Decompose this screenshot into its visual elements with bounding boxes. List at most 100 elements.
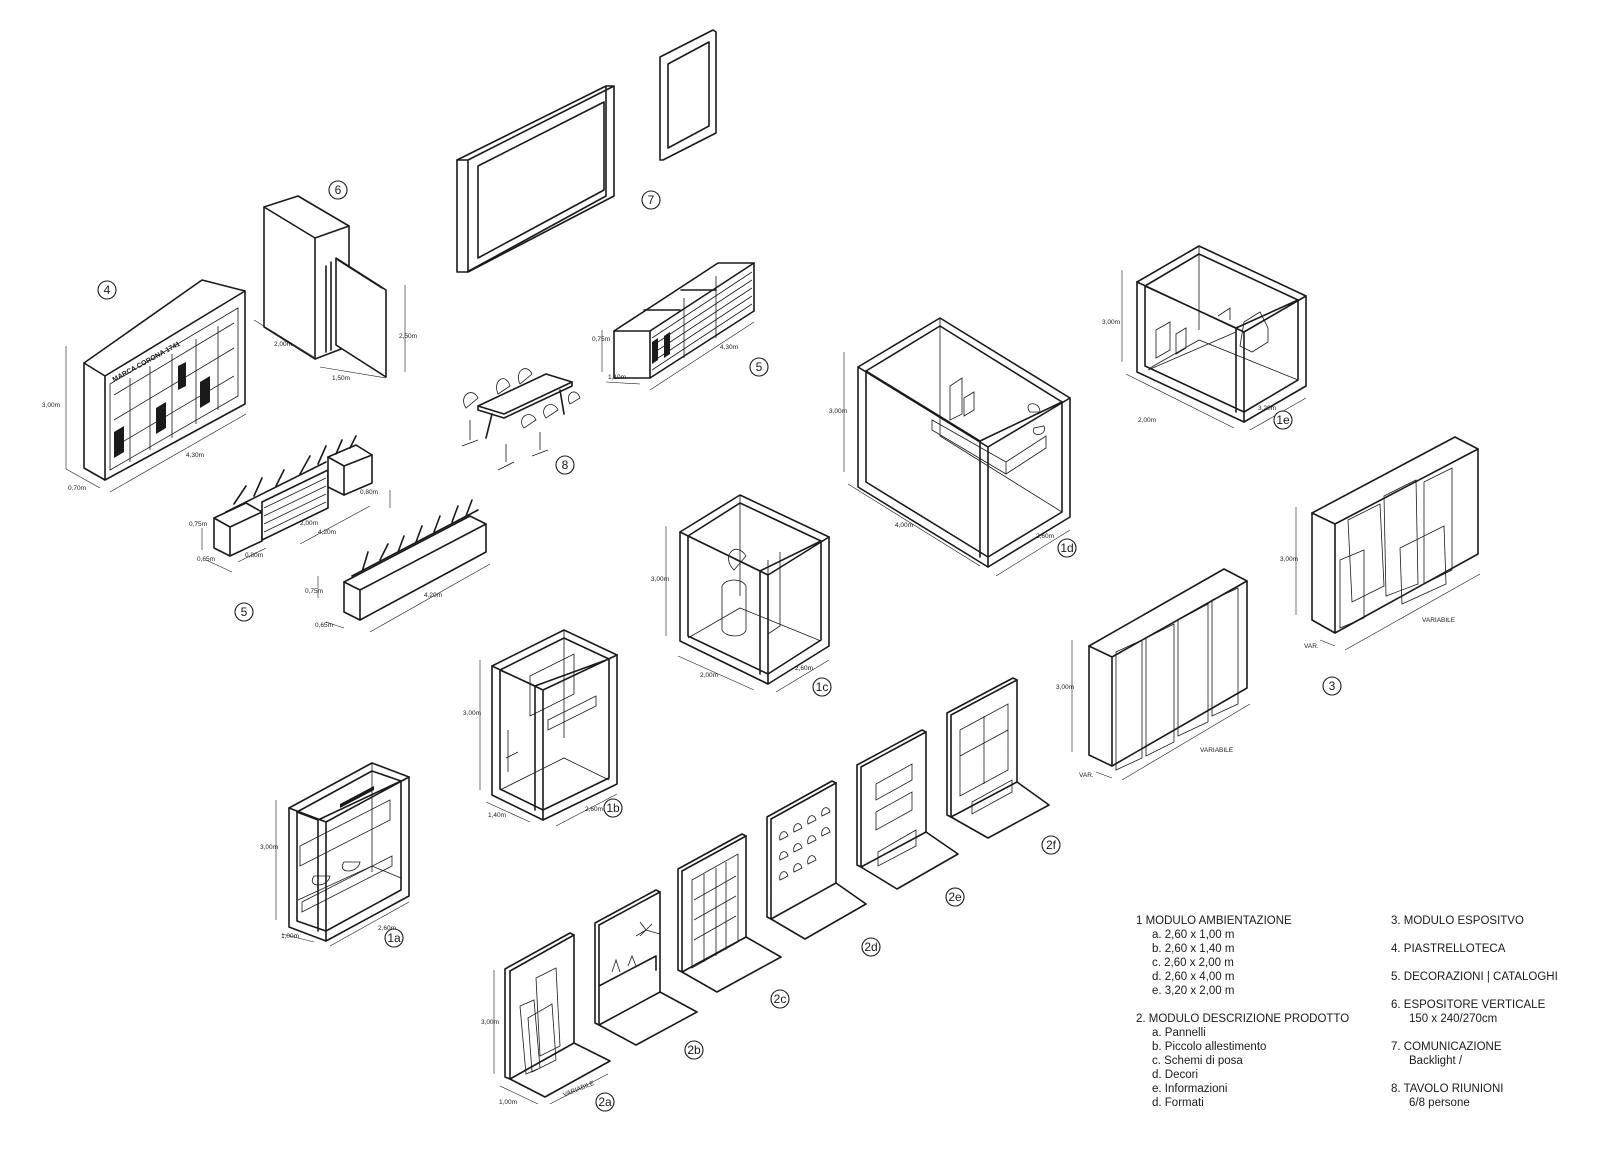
module-4-tile-library — [65, 279, 247, 493]
tag-5-islands: 5 — [234, 602, 254, 622]
module-6-vertical-display — [253, 195, 406, 379]
module-2d-decors — [766, 780, 867, 940]
module-5-counter — [601, 262, 755, 391]
dim-5c-height: 0,75m — [592, 336, 610, 343]
legend-group-5: 5. DECORAZIONI | CATALOGHI — [1391, 971, 1558, 983]
svg-text:5: 5 — [241, 605, 248, 619]
dim-1b-width: 1,40m — [488, 812, 506, 819]
module-5-catalog-islands — [201, 435, 491, 633]
tag-1c: 1c — [812, 677, 832, 697]
tag-1e: 1e — [1273, 410, 1293, 430]
svg-text:2e: 2e — [948, 890, 962, 904]
dim-1e-length: 3,20m — [1258, 405, 1276, 412]
module-1b-room — [479, 629, 618, 827]
legend-group-8-sub: 6/8 persone — [1409, 1097, 1470, 1109]
legend-item-2a: a. Pannelli — [1152, 1027, 1206, 1039]
tag-4: 4 — [97, 280, 117, 300]
dim-4-height: 3,00m — [42, 402, 60, 409]
legend-group-7-sub: Backlight / — [1409, 1055, 1463, 1067]
module-1e-room — [1121, 245, 1307, 431]
dim-6-height: 2,50m — [399, 333, 417, 340]
svg-text:8: 8 — [562, 458, 569, 472]
legend-group-4: 4. PIASTRELLOTECA — [1391, 943, 1506, 955]
tag-2c: 2c — [770, 989, 790, 1009]
legend-item-1a: a. 2,60 x 1,00 m — [1152, 929, 1235, 941]
tag-5-counter: 5 — [749, 357, 769, 377]
dim-1a-height: 3,00m — [260, 844, 278, 851]
legend-group-1-title: 1 MODULO AMBIENTAZIONE — [1136, 915, 1292, 927]
svg-text:2a: 2a — [598, 1095, 612, 1109]
svg-text:1e: 1e — [1276, 413, 1290, 427]
svg-text:3: 3 — [1329, 679, 1336, 693]
dim-5a-height: 0,75m — [189, 521, 207, 528]
module-1a-room — [275, 762, 410, 947]
legend-item-1e: e. 3,20 x 2,00 m — [1152, 985, 1235, 997]
dim-2a-height: 3,00m — [481, 1019, 499, 1026]
tag-1d: 1d — [1057, 538, 1077, 558]
dim-5a-cube: 0,80m — [245, 552, 263, 559]
svg-text:2c: 2c — [774, 992, 787, 1006]
dim-1e-height: 3,00m — [1102, 319, 1120, 326]
tag-3: 3 — [1322, 676, 1342, 696]
legend-column-1: 1 MODULO AMBIENTAZIONE a. 2,60 x 1,00 m … — [1136, 914, 1349, 1110]
dim-5a-length: 4,20m — [318, 529, 336, 536]
legend-item-2d: d. Decori — [1152, 1069, 1199, 1081]
svg-text:6: 6 — [335, 183, 342, 197]
svg-text:1d: 1d — [1060, 541, 1073, 555]
legend-group-2-title: 2. MODULO DESCRIZIONE PRODOTTO — [1136, 1013, 1350, 1025]
dim-1c-height: 3,00m — [651, 576, 669, 583]
module-3-display-right — [1295, 436, 1481, 651]
dim-1c-depth: 2,60m — [795, 665, 813, 672]
tag-8: 8 — [555, 455, 575, 475]
dim-5a-depth: 0,65m — [197, 556, 215, 563]
module-1d-room — [843, 317, 1071, 577]
tag-2a: 2a — [595, 1092, 615, 1112]
svg-text:5: 5 — [756, 360, 763, 374]
module-2e-info — [856, 729, 959, 890]
svg-text:7: 7 — [648, 193, 655, 207]
dim-1c-width: 2,00m — [700, 672, 718, 679]
dim-1b-depth: 2,60m — [585, 806, 603, 813]
dim-5b-length: 4,20m — [424, 592, 442, 599]
module-2f-formats — [946, 677, 1050, 839]
dim-1d-depth: 2,60m — [1036, 533, 1054, 540]
tag-1b: 1b — [603, 798, 623, 818]
legend-group-3: 3. MODULO ESPOSITVO — [1391, 915, 1524, 927]
legend-group-6-sub: 150 x 240/270cm — [1409, 1013, 1498, 1025]
dim-5c-depth: 1,10m — [608, 374, 626, 381]
tag-7: 7 — [641, 190, 661, 210]
tag-2f: 2f — [1041, 835, 1061, 855]
dim-1a-width: 1,00m — [281, 933, 299, 940]
module-tags: 4 6 7 5 8 5 1e 1d 1c 3 1b 2f 2e 2d 1a 2c… — [97, 180, 1342, 1112]
dim-5b-depth: 0,65m — [315, 622, 333, 629]
legend-item-1c: c. 2,60 x 2,00 m — [1152, 957, 1234, 969]
module-8-meeting-table — [461, 368, 581, 471]
svg-text:1b: 1b — [606, 801, 620, 815]
dim-3r-var: VAR. — [1304, 643, 1319, 650]
dim-1d-length: 4,00m — [895, 522, 913, 529]
legend-group-7-title: 7. COMUNICAZIONE — [1391, 1041, 1502, 1053]
dim-3l-height: 3,00m — [1056, 684, 1074, 691]
module-2a-panels — [493, 932, 611, 1105]
dim-1a-depth: 2,60m — [378, 925, 396, 932]
dim-3l-var: VAR. — [1079, 772, 1094, 779]
legend-item-1d: d. 2,60 x 4,00 m — [1152, 971, 1235, 983]
module-1c-room — [665, 494, 830, 693]
dim-2a-depth: 1,00m — [499, 1099, 517, 1106]
legend-item-2c: c. Schemi di posa — [1152, 1055, 1243, 1067]
dim-1b-height: 3,00m — [463, 710, 481, 717]
dim-3l-variabile: VARIABILE — [1200, 747, 1234, 754]
module-3-display-left — [1071, 568, 1251, 781]
legend-column-2: 3. MODULO ESPOSITVO 4. PIASTRELLOTECA 5.… — [1391, 914, 1558, 1110]
legend-item-2b: b. Piccolo allestimento — [1152, 1041, 1267, 1053]
svg-text:4: 4 — [104, 283, 111, 297]
dim-4-length: 4,30m — [186, 452, 204, 459]
tag-1a: 1a — [384, 928, 404, 948]
dim-2a-variabile: VARIABILE — [562, 1080, 596, 1099]
dim-5a-cube-right: 0,80m — [360, 489, 378, 496]
dim-1d-height: 3,00m — [829, 408, 847, 415]
dim-3r-height: 3,00m — [1280, 556, 1298, 563]
legend-item-2e: e. Informazioni — [1152, 1083, 1228, 1095]
